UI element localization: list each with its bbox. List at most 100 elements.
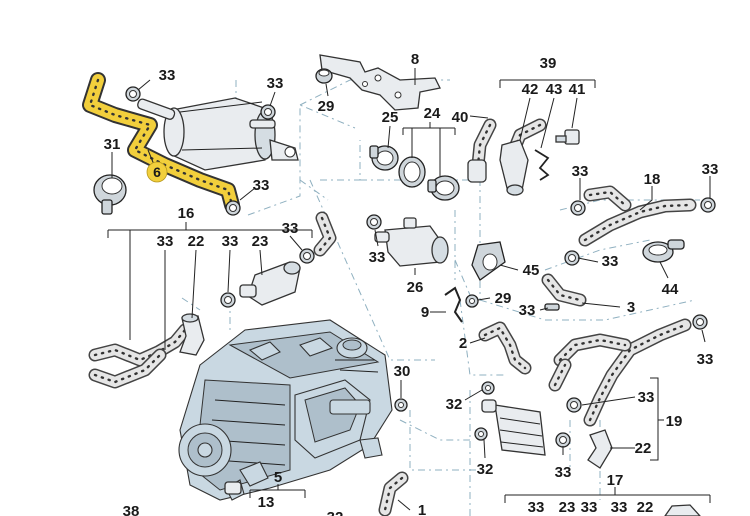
leader-lines xyxy=(107,68,711,511)
clamp-31 xyxy=(93,174,127,215)
label-31: 31 xyxy=(104,136,121,153)
clamp-32-lower xyxy=(474,427,488,441)
label-25: 25 xyxy=(382,109,399,126)
label-32: 32 xyxy=(446,396,463,413)
engine-block xyxy=(178,319,393,501)
label-41: 41 xyxy=(569,81,586,98)
hose-18 xyxy=(578,185,697,247)
clamp-33-hose18-right xyxy=(700,197,716,213)
fitting-13 xyxy=(224,481,242,495)
oil-cooler xyxy=(481,399,546,456)
clamp-33-hose19-mid xyxy=(566,397,582,413)
label-33: 33 xyxy=(222,233,239,250)
clamp-25 xyxy=(369,145,399,171)
clamp-33-hose6-end xyxy=(225,200,241,216)
label-6: 6 xyxy=(153,164,161,180)
label-22: 22 xyxy=(188,233,205,250)
label-5: 5 xyxy=(274,469,282,486)
plug-29b xyxy=(465,294,479,308)
clamp-33-egr-right xyxy=(260,104,276,120)
label-33: 33 xyxy=(697,351,714,368)
part-labels: 8 39 33 33 29 42 43 41 24 25 40 31 6 33 … xyxy=(104,51,719,516)
label-44: 44 xyxy=(662,281,679,298)
label-33: 33 xyxy=(572,163,589,180)
valve-23 xyxy=(239,261,301,306)
clamp-33-center xyxy=(299,248,315,264)
elbow-22-right xyxy=(587,429,613,469)
clamp-30 xyxy=(394,398,408,412)
highlight-badge-6 xyxy=(146,161,168,183)
label-33: 33 xyxy=(253,177,270,194)
label-22: 22 xyxy=(635,440,652,457)
label-33: 33 xyxy=(528,499,545,516)
label-16: 16 xyxy=(178,205,195,222)
clamp-33-pump xyxy=(366,214,382,230)
label-13: 13 xyxy=(258,494,275,511)
part-bottom-right xyxy=(664,504,701,516)
label-23: 23 xyxy=(252,233,269,250)
label-1: 1 xyxy=(418,502,426,516)
label-8: 8 xyxy=(411,51,419,68)
label-29: 29 xyxy=(495,290,512,307)
bracket-9 xyxy=(444,286,463,323)
egr-cooler xyxy=(137,97,299,171)
label-9: 9 xyxy=(421,304,429,321)
clamp-33-hose19-low xyxy=(555,432,571,448)
elbow-22 xyxy=(179,313,205,356)
label-33: 33 xyxy=(638,389,655,406)
clamp-33-valve23 xyxy=(220,292,236,308)
label-19: 19 xyxy=(666,413,683,430)
hose-19 xyxy=(548,318,692,427)
label-24: 24 xyxy=(424,105,441,122)
hose-1 xyxy=(378,471,409,516)
label-33: 33 xyxy=(369,249,386,266)
label-33: 33 xyxy=(267,75,284,92)
hose-40 xyxy=(467,118,497,183)
label-32: 32 xyxy=(327,509,344,516)
label-39: 39 xyxy=(540,55,557,72)
pump-26 xyxy=(374,217,449,267)
label-42: 42 xyxy=(522,81,539,98)
label-33: 33 xyxy=(157,233,174,250)
connector-42 xyxy=(499,118,547,196)
label-33: 33 xyxy=(555,464,572,481)
label-33: 33 xyxy=(702,161,719,178)
label-43: 43 xyxy=(546,81,563,98)
sensor-41 xyxy=(555,129,580,145)
label-33: 33 xyxy=(519,302,536,319)
clamp-33-hose19-top xyxy=(692,314,708,330)
label-33: 33 xyxy=(282,220,299,237)
clip-43 xyxy=(534,149,550,181)
bracket-44 xyxy=(642,239,685,263)
label-23: 23 xyxy=(559,499,576,516)
clamp-32-upper xyxy=(481,381,495,395)
clamp-33-hose18-bottom xyxy=(564,250,580,266)
label-2: 2 xyxy=(459,335,467,352)
clamp-45 xyxy=(471,241,506,281)
label-30: 30 xyxy=(394,363,411,380)
label-33: 33 xyxy=(581,499,598,516)
hose-small-center xyxy=(313,211,337,257)
clamp-24b xyxy=(427,175,460,201)
label-3: 3 xyxy=(627,299,635,316)
hose-6-highlighted[interactable] xyxy=(82,72,240,213)
clamp-33-hose3 xyxy=(544,303,560,311)
label-33: 33 xyxy=(159,67,176,84)
plug-29 xyxy=(315,68,333,84)
hose-2 xyxy=(478,321,532,375)
label-17: 17 xyxy=(607,472,624,489)
label-29: 29 xyxy=(318,98,335,115)
bracket-8 xyxy=(319,54,441,111)
label-18: 18 xyxy=(644,171,661,188)
label-38: 38 xyxy=(123,503,140,516)
label-26: 26 xyxy=(407,279,424,296)
clamp-24a xyxy=(398,156,426,188)
hose-16-lower xyxy=(88,323,192,389)
label-40: 40 xyxy=(452,109,469,126)
label-45: 45 xyxy=(523,262,540,279)
label-22: 22 xyxy=(637,499,654,516)
hose-3 xyxy=(541,273,587,307)
label-33: 33 xyxy=(611,499,628,516)
clamp-33-top-left xyxy=(125,86,141,102)
